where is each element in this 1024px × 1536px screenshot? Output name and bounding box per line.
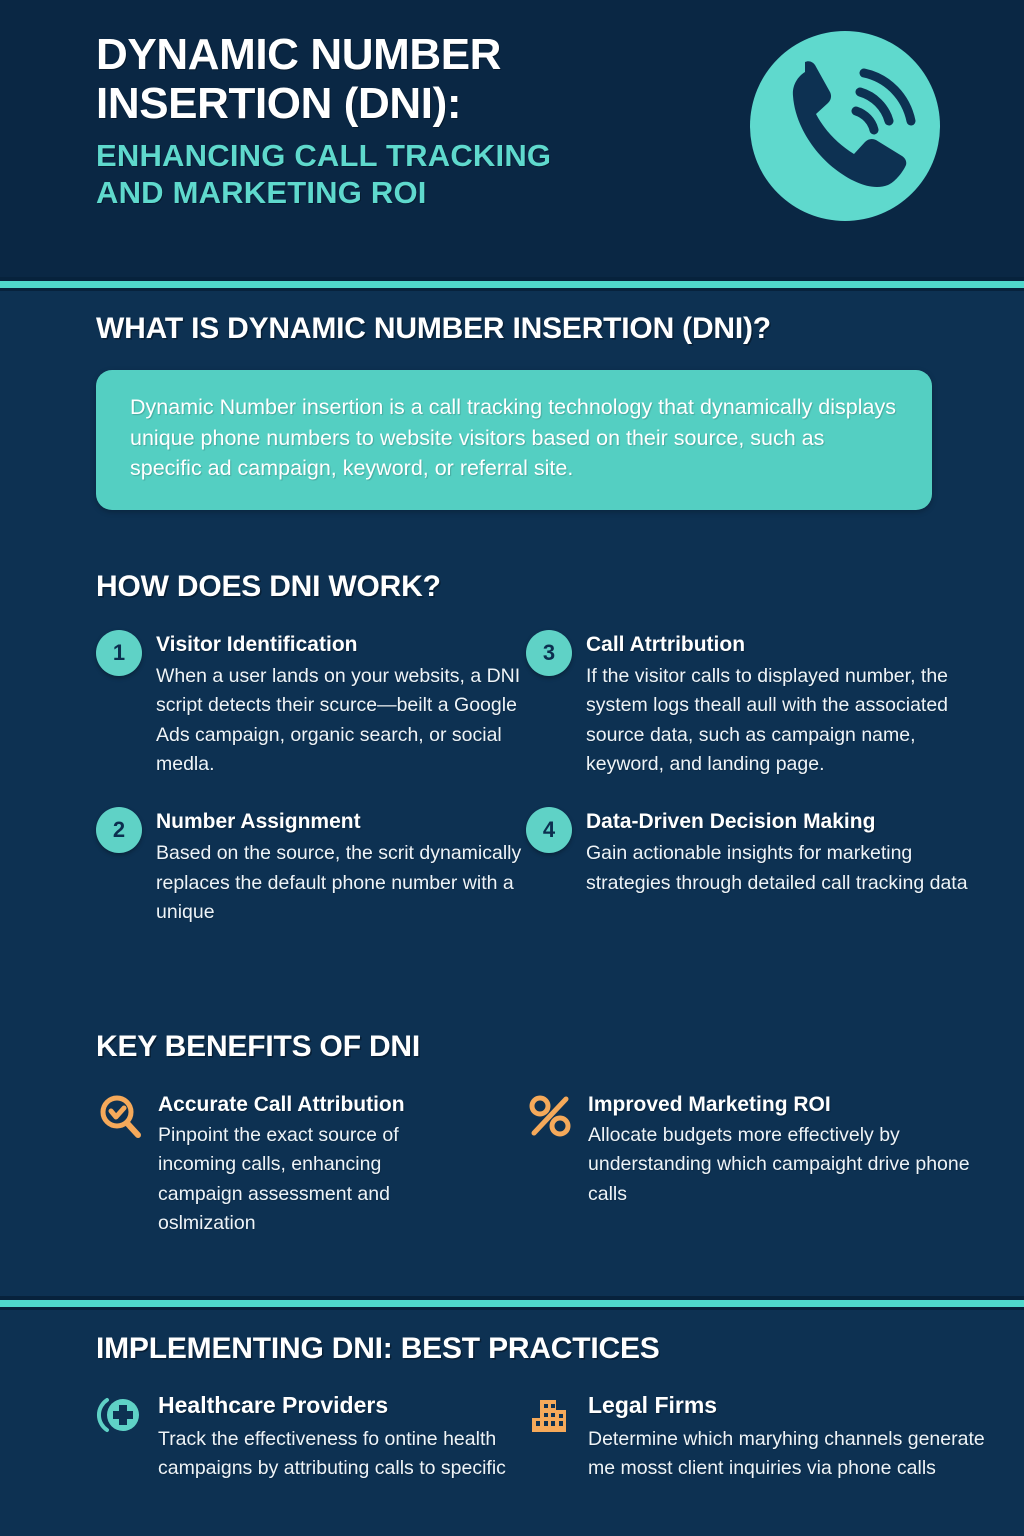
definition-text: Dynamic Number insertion is a call track…	[130, 395, 896, 481]
step-number-badge: 3	[526, 630, 572, 676]
key-benefits-heading: KEY BENEFITS OF DNI	[96, 1030, 421, 1063]
what-is-dni-section: WHAT IS DYNAMIC NUMBER INSERTION (DNI)? …	[0, 312, 1024, 552]
benefit-description: Pinpoint the exact source of incoming ca…	[158, 1124, 399, 1234]
steps-grid: 1 Visitor Identification When a user lan…	[0, 630, 1024, 943]
page-subtitle: ENHANCING CALL TRACKING AND MARKETING RO…	[96, 137, 736, 211]
benefit-title: Accurate Call Attribution	[158, 1093, 405, 1116]
step-item: 1 Visitor Identification When a user lan…	[96, 630, 526, 779]
practice-item: Healthcare Providers Track the effective…	[96, 1392, 526, 1483]
office-building-icon	[526, 1392, 572, 1438]
header-banner: DYNAMIC NUMBER INSERTION (DNI): ENHANCIN…	[0, 0, 1024, 277]
step-item: 2 Number Assignment Based on the source,…	[96, 807, 526, 927]
benefits-grid: Accurate Call Attribution Pinpoint the e…	[0, 1092, 1024, 1238]
step-description: Based on the source, the scrit dynamical…	[156, 842, 522, 923]
page-title-line1: DYNAMIC NUMBER	[96, 30, 502, 79]
best-practices-section: IMPLEMENTING DNI: BEST PRACTICES	[0, 1332, 1024, 1366]
practice-description: Track the effectiveness fo ontine health…	[158, 1427, 506, 1479]
step-item: 3 Call Atrtribution If the visitor calls…	[526, 630, 996, 779]
benefit-item: Improved Marketing ROI Allocate budgets …	[526, 1092, 996, 1238]
magnifier-check-icon	[96, 1092, 144, 1140]
step-description: If the visitor calls to displayed number…	[586, 665, 949, 775]
benefit-title: Improved Marketing ROI	[588, 1093, 831, 1116]
step-title: Data-Driven Decision Making	[586, 810, 876, 834]
page-subtitle-line2: AND MARKETING ROI	[96, 174, 427, 210]
benefit-description: Allocate budgets more effectively by und…	[588, 1124, 970, 1205]
step-number-badge: 1	[96, 630, 142, 676]
practice-title: Legal Firms	[588, 1392, 718, 1418]
step-number-badge: 4	[526, 807, 572, 854]
percent-icon	[526, 1092, 574, 1140]
how-dni-works-section: HOW DOES DNI WORK?	[0, 570, 1024, 604]
step-description: Gain actionable insights for marketing s…	[586, 842, 968, 894]
benefit-item: Accurate Call Attribution Pinpoint the e…	[96, 1092, 526, 1238]
definition-callout: Dynamic Number insertion is a call track…	[96, 370, 932, 510]
step-item: 4 Data-Driven Decision Making Gain actio…	[526, 807, 996, 898]
practice-title: Healthcare Providers	[158, 1392, 389, 1418]
what-is-dni-heading: WHAT IS DYNAMIC NUMBER INSERTION (DNI)?	[96, 312, 771, 345]
steps-column-left: 1 Visitor Identification When a user lan…	[96, 630, 526, 943]
step-number-badge: 2	[96, 807, 142, 854]
page-title: DYNAMIC NUMBER INSERTION (DNI):	[96, 30, 736, 129]
step-title: Number Assignment	[156, 810, 361, 834]
how-dni-works-heading: HOW DOES DNI WORK?	[96, 570, 441, 603]
phone-call-icon	[748, 29, 942, 223]
best-practices-heading: IMPLEMENTING DNI: BEST PRACTICES	[96, 1332, 660, 1365]
practices-grid: Healthcare Providers Track the effective…	[0, 1392, 1024, 1483]
section-divider-top	[0, 277, 1024, 291]
page-title-line2: INSERTION (DNI):	[96, 79, 462, 129]
page-subtitle-line1: ENHANCING CALL TRACKING	[96, 137, 552, 173]
medical-cross-icon	[96, 1392, 142, 1438]
section-divider-bottom	[0, 1296, 1024, 1310]
step-title: Visitor Identification	[156, 633, 358, 656]
steps-column-right: 3 Call Atrtribution If the visitor calls…	[526, 630, 996, 943]
step-title: Call Atrtribution	[586, 633, 746, 656]
practice-description: Determine which maryhing channels genera…	[588, 1427, 985, 1479]
key-benefits-section: KEY BENEFITS OF DNI	[0, 1030, 1024, 1064]
practice-item: Legal Firms Determine which maryhing cha…	[526, 1392, 996, 1483]
step-description: When a user lands on your websits, a DNI…	[156, 665, 521, 775]
header-text-block: DYNAMIC NUMBER INSERTION (DNI): ENHANCIN…	[96, 30, 736, 211]
